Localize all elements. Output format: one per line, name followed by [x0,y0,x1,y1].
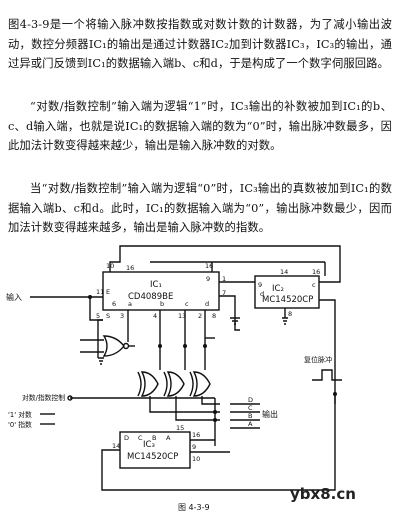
svg-text:E: E [106,288,110,296]
svg-text:S: S [106,312,110,320]
svg-text:D: D [124,434,129,442]
svg-text:15: 15 [176,424,184,432]
svg-text:b: b [160,300,164,308]
xor-gates [137,371,211,397]
svg-text:5: 5 [96,312,100,320]
ic3-name: IC₃ [143,440,155,450]
junction-dots [88,295,337,422]
input-label: 输入 [6,292,22,302]
log-label: '1' 对数 [8,410,32,419]
svg-text:C: C [248,404,253,412]
pin-labels: 10 16 11 E S 5 9 3 a 4 b 13 c 2 d 8 1 7 … [96,262,320,463]
svg-text:d: d [205,300,209,308]
ic2-name: IC₂ [272,284,284,294]
svg-text:14: 14 [112,442,120,450]
svg-text:16: 16 [205,262,213,270]
svg-text:A: A [248,420,253,428]
svg-text:d: d [260,290,264,298]
paragraph-exp-mode: 当“对数/指数控制”输入端为逻辑“0”时，IC₃输出的真数被加到IC₁的数据输入… [8,182,392,235]
svg-text:8: 8 [288,310,292,318]
svg-text:13: 13 [178,312,186,320]
svg-text:16: 16 [312,268,320,276]
ic2-part: MC14520CP [262,295,313,305]
svg-text:a: a [128,300,132,308]
circuit-wires [30,245,342,491]
svg-text:9: 9 [192,443,196,451]
svg-text:10: 10 [192,455,200,463]
svg-text:9: 9 [206,275,210,283]
paragraph-intro: 图4-3-9是一个将输入脉冲数按指数或对数计数的计数器，为了减小输出波动，数控分… [8,18,392,71]
paragraph-log-mode: “对数/指数控制”输入端为逻辑“1”时，IC₃输出的补数被加到IC₁的b、c、d… [8,100,392,153]
svg-text:7: 7 [222,289,226,297]
exp-label: '0' 指数 [8,420,32,429]
svg-text:c: c [185,300,189,308]
svg-text:c: c [312,281,316,289]
ic1-part: CD4089BE [128,292,173,302]
svg-text:D: D [248,396,253,404]
svg-text:8: 8 [212,312,216,320]
svg-text:2: 2 [198,312,202,320]
svg-text:A: A [166,434,171,442]
ic2-box [254,275,320,309]
svg-text:14: 14 [280,268,288,276]
svg-text:B: B [152,434,156,442]
svg-text:11: 11 [96,288,104,296]
svg-text:16: 16 [192,431,200,439]
control-label: 对数/指数控制 [22,393,65,402]
svg-text:3: 3 [120,312,124,320]
svg-text:C: C [138,434,143,442]
svg-text:10: 10 [106,262,114,270]
svg-text:16: 16 [126,264,134,272]
ic1-name: IC₁ [150,280,162,290]
reset-pulse-label: 复位脉冲 [304,355,332,364]
watermark: ybx8.cn [290,485,356,503]
figure-caption: 图 4-3-9 [178,503,210,512]
ic1-box [102,271,220,311]
svg-text:B: B [248,412,252,420]
svg-text:9: 9 [258,281,262,289]
ic3-part: MC14520CP [127,452,178,462]
svg-text:4: 4 [153,312,157,320]
output-label: 输出 [262,409,278,419]
svg-text:1: 1 [222,275,226,283]
svg-text:6: 6 [112,300,116,308]
